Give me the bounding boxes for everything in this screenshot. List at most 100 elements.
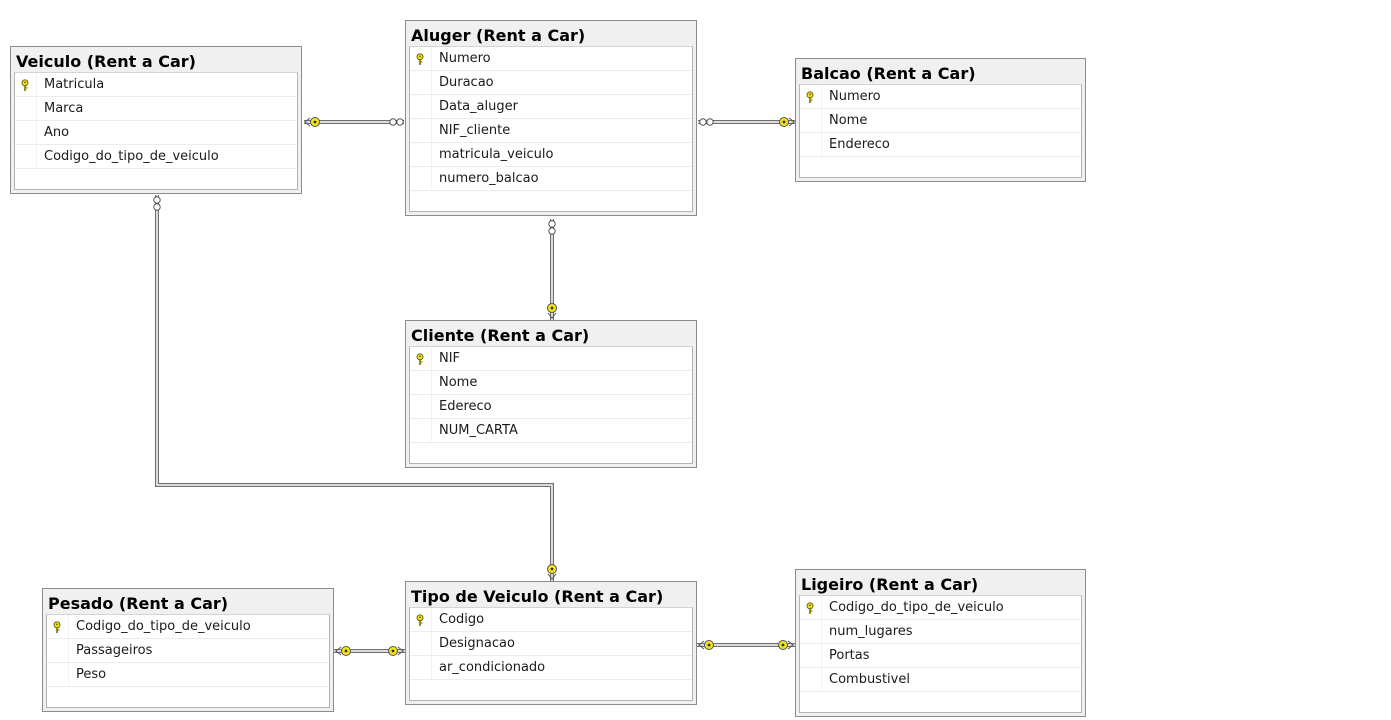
primary-key-icon (416, 353, 424, 365)
primary-key-icon (53, 621, 61, 633)
column-row[interactable]: ar_condicionado (410, 656, 692, 680)
column-name: Ano (44, 125, 70, 140)
table-pesado[interactable]: Pesado (Rent a Car) Codigo_do_tipo_de_ve… (42, 588, 334, 712)
column-row[interactable]: Duracao (410, 71, 692, 95)
column-row[interactable]: Numero (800, 85, 1081, 109)
column-name: Numero (829, 89, 881, 104)
table-title: Ligeiro (Rent a Car) (801, 575, 979, 594)
many-end-icon (548, 220, 556, 235)
column-name: Designacao (439, 636, 515, 651)
one-end-key-icon (547, 303, 557, 319)
column-row[interactable]: Codigo (410, 608, 692, 632)
one-end-key-icon (388, 646, 404, 656)
column-name: NIF (439, 351, 461, 366)
column-name: Peso (76, 667, 107, 682)
column-row[interactable]: Designacao (410, 632, 692, 656)
column-list: Matricula Marca Ano Codigo_do_tipo_de_ve… (14, 72, 298, 190)
table-title: Tipo de Veiculo (Rent a Car) (411, 587, 664, 606)
column-name: ar_condicionado (439, 660, 546, 675)
table-title: Cliente (Rent a Car) (411, 326, 590, 345)
column-name: Matricula (44, 77, 105, 92)
table-title: Balcao (Rent a Car) (801, 64, 976, 83)
rel-aluger-balcao[interactable] (698, 117, 796, 127)
column-name: Marca (44, 101, 84, 116)
primary-key-icon (416, 53, 424, 65)
column-row[interactable]: Nome (410, 371, 692, 395)
rel-pesado-tipo-veiculo[interactable] (334, 646, 405, 656)
column-row[interactable]: Passageiros (47, 639, 329, 663)
column-row[interactable]: Codigo_do_tipo_de_veiculo (47, 615, 329, 639)
column-name: Nome (829, 113, 868, 128)
column-row[interactable]: NIF (410, 347, 692, 371)
primary-key-icon (806, 602, 814, 614)
column-list: Numero Nome Endereco (799, 84, 1082, 178)
column-name: NUM_CARTA (439, 423, 518, 438)
table-title: Aluger (Rent a Car) (411, 26, 586, 45)
column-name: Passageiros (76, 643, 153, 658)
column-name: Codigo_do_tipo_de_veiculo (76, 619, 251, 634)
one-end-key-icon (547, 564, 557, 580)
column-row[interactable]: matricula_veiculo (410, 143, 692, 167)
one-end-key-icon (304, 117, 320, 127)
column-name: Portas (829, 648, 870, 663)
column-row[interactable]: Data_aluger (410, 95, 692, 119)
column-name: num_lugares (829, 624, 913, 639)
one-end-key-icon (779, 117, 795, 127)
many-end-icon (389, 118, 404, 126)
table-cliente[interactable]: Cliente (Rent a Car) NIF Nome Edereco NU… (405, 320, 697, 468)
column-name: Duracao (439, 75, 494, 90)
column-row[interactable]: Ano (15, 121, 297, 145)
column-name: Numero (439, 51, 491, 66)
column-row[interactable]: Codigo_do_tipo_de_veiculo (800, 596, 1081, 620)
table-veiculo[interactable]: Veiculo (Rent a Car) Matricula Marca Ano… (10, 46, 302, 194)
column-row[interactable]: Endereco (800, 133, 1081, 157)
primary-key-icon (416, 614, 424, 626)
many-end-icon (153, 196, 161, 211)
column-row[interactable]: num_lugares (800, 620, 1081, 644)
column-list: Codigo Designacao ar_condicionado (409, 607, 693, 701)
table-aluger[interactable]: Aluger (Rent a Car) Numero Duracao Data_… (405, 20, 697, 216)
one-end-key-icon (335, 646, 351, 656)
table-title: Veiculo (Rent a Car) (16, 52, 196, 71)
column-name: Codigo_do_tipo_de_veiculo (44, 149, 219, 164)
rel-ligeiro-tipo-veiculo[interactable] (697, 640, 796, 650)
column-row[interactable]: Nome (800, 109, 1081, 133)
column-name: Codigo_do_tipo_de_veiculo (829, 600, 1004, 615)
column-name: NIF_cliente (439, 123, 511, 138)
column-row[interactable]: Marca (15, 97, 297, 121)
table-tipo-veiculo[interactable]: Tipo de Veiculo (Rent a Car) Codigo Desi… (405, 581, 697, 705)
table-balcao[interactable]: Balcao (Rent a Car) Numero Nome Endereco (795, 58, 1086, 182)
column-name: Codigo (439, 612, 485, 627)
column-row[interactable]: NUM_CARTA (410, 419, 692, 443)
column-row[interactable]: Numero (410, 47, 692, 71)
column-row[interactable]: Matricula (15, 73, 297, 97)
column-name: Endereco (829, 137, 890, 152)
one-end-key-icon (778, 640, 794, 650)
column-list: Codigo_do_tipo_de_veiculo num_lugares Po… (799, 595, 1082, 713)
column-row[interactable]: Codigo_do_tipo_de_veiculo (15, 145, 297, 169)
rel-veiculo-tipo-veiculo[interactable] (153, 195, 557, 581)
primary-key-icon (806, 91, 814, 103)
column-row[interactable]: Peso (47, 663, 329, 687)
table-ligeiro[interactable]: Ligeiro (Rent a Car) Codigo_do_tipo_de_v… (795, 569, 1086, 717)
column-name: Combustivel (829, 672, 910, 687)
column-row[interactable]: Edereco (410, 395, 692, 419)
column-name: Nome (439, 375, 478, 390)
column-row[interactable]: Portas (800, 644, 1081, 668)
column-list: Numero Duracao Data_aluger NIF_cliente m… (409, 46, 693, 212)
table-title: Pesado (Rent a Car) (48, 594, 229, 613)
column-row[interactable]: Combustivel (800, 668, 1081, 692)
primary-key-icon (21, 79, 29, 91)
column-name: matricula_veiculo (439, 147, 554, 162)
one-end-key-icon (698, 640, 714, 650)
rel-aluger-veiculo[interactable] (304, 117, 404, 127)
column-row[interactable]: NIF_cliente (410, 119, 692, 143)
column-name: Data_aluger (439, 99, 518, 114)
column-name: numero_balcao (439, 171, 539, 186)
column-list: Codigo_do_tipo_de_veiculo Passageiros Pe… (46, 614, 330, 708)
column-name: Edereco (439, 399, 492, 414)
column-row[interactable]: numero_balcao (410, 167, 692, 191)
rel-aluger-cliente[interactable] (547, 219, 557, 320)
column-list: NIF Nome Edereco NUM_CARTA (409, 346, 693, 464)
